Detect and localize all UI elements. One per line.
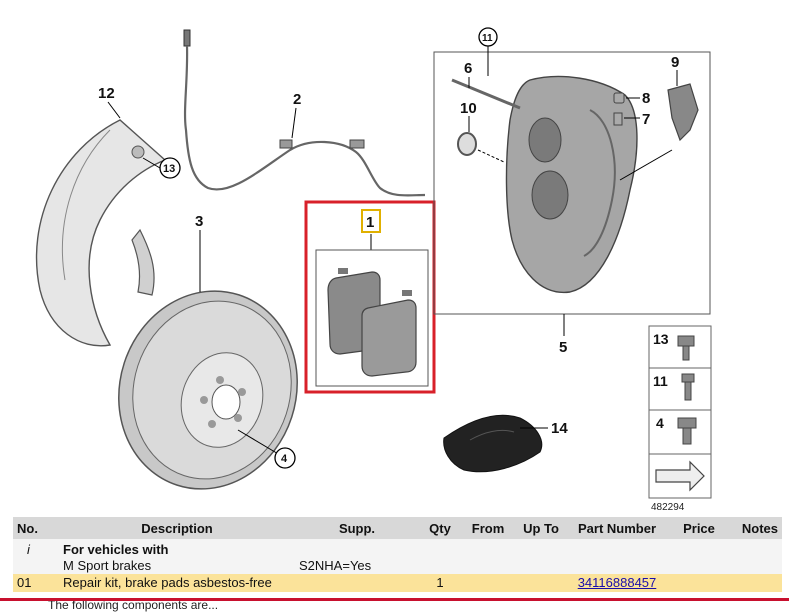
guide-pin-illustration <box>451 78 521 110</box>
callout-6: 6 <box>464 60 472 77</box>
col-qty: Qty <box>419 517 461 539</box>
part-no: 01 <box>13 574 59 592</box>
callout-1: 1 <box>366 214 374 231</box>
callout-10: 10 <box>460 100 477 117</box>
legend-11: 11 <box>653 373 668 389</box>
image-number: 482294 <box>651 502 685 513</box>
callout-4: 4 <box>281 453 288 465</box>
col-part-number: Part Number <box>567 517 667 539</box>
brake-disc-illustration <box>118 290 298 490</box>
col-supp: Supp. <box>295 517 419 539</box>
callout-8: 8 <box>642 90 650 107</box>
callout-5: 5 <box>559 339 567 356</box>
info-icon: i <box>13 539 59 574</box>
dust-boot-illustration <box>443 414 543 473</box>
part-qty: 1 <box>419 574 461 592</box>
brake-pads-illustration <box>327 268 417 377</box>
col-from: From <box>461 517 515 539</box>
col-notes: Notes <box>731 517 782 539</box>
caliper-illustration <box>505 75 638 294</box>
col-up-to: Up To <box>515 517 567 539</box>
callout-2: 2 <box>293 91 301 108</box>
info-line-2: M Sport brakes <box>63 558 152 573</box>
callout-9: 9 <box>671 54 679 71</box>
callout-12: 12 <box>98 85 115 102</box>
callout-14: 14 <box>551 420 568 437</box>
dust-shield-illustration <box>35 119 167 347</box>
seal-ring-illustration <box>457 132 477 156</box>
wear-sensor-illustration <box>183 29 426 197</box>
callout-7: 7 <box>642 111 650 128</box>
next-arrow-icon[interactable] <box>655 460 705 492</box>
table-header-row: No. Description Supp. Qty From Up To Par… <box>13 517 782 539</box>
spring-clip-illustration <box>667 83 699 142</box>
red-underline <box>0 598 789 601</box>
info-line-1: For vehicles with <box>63 542 169 557</box>
callout-13-shield: 13 <box>163 163 175 175</box>
info-supp: S2NHA=Yes <box>295 539 419 574</box>
table-row-info: i For vehicles with M Sport brakes S2NHA… <box>13 539 782 574</box>
bleeder-valve-illustration <box>613 92 625 126</box>
parts-table: No. Description Supp. Qty From Up To Par… <box>13 517 782 592</box>
col-price: Price <box>667 517 731 539</box>
fastener-legend: 13 11 4 482294 <box>648 325 712 513</box>
part-number-link[interactable]: 34116888457 <box>577 575 657 590</box>
parts-diagram: 12 13 2 3 4 1 5 <box>35 27 712 513</box>
col-no: No. <box>13 517 59 539</box>
part-description: Repair kit, brake pads asbestos-free <box>59 574 295 592</box>
col-description: Description <box>59 517 295 539</box>
callout-3: 3 <box>195 213 203 230</box>
legend-4: 4 <box>656 415 664 431</box>
legend-13: 13 <box>653 331 669 347</box>
callout-11-caliper: 11 <box>482 33 493 44</box>
table-row[interactable]: 01 Repair kit, brake pads asbestos-free … <box>13 574 782 592</box>
